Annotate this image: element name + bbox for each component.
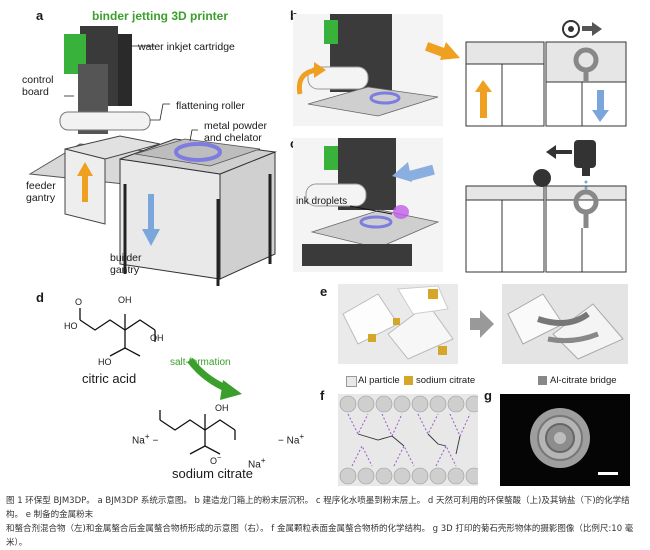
panel-a-printer-illustration	[28, 26, 277, 286]
label-cartridge: water inkjet cartridge	[138, 41, 235, 53]
label-feeder-2: gantry	[26, 192, 56, 204]
label-builder-2: gantry	[110, 264, 140, 276]
legend-al-particle: Al particle	[358, 375, 400, 386]
label-salt-formation: salt-formation	[170, 357, 231, 368]
panel-d-letter: d	[36, 290, 44, 305]
figure-caption: 图 1 环保型 BJM3DP。 a BJM3DP 系统示意图。 b 建造龙门箱上…	[6, 494, 646, 550]
panel-g-ammonite-photo	[500, 394, 630, 486]
label-citric-acid: citric acid	[82, 371, 137, 386]
panel-e-illustration	[338, 284, 628, 364]
label-control-board-2: board	[22, 86, 49, 98]
panel-f-illustration	[338, 394, 478, 486]
legend-bridge-swatch	[538, 376, 547, 385]
panel-a-title: binder jetting 3D printer	[92, 9, 229, 23]
d-o-minus: O−	[210, 453, 222, 466]
d-na-left: Na+ −	[132, 431, 159, 447]
d-sodium-oh: OH	[215, 403, 229, 413]
label-roller: flattening roller	[176, 100, 245, 112]
d-citric-ho2: HO	[98, 357, 112, 367]
label-powder-2: and chelator	[204, 132, 262, 144]
panel-d-structures	[79, 308, 242, 455]
d-citric-ho1: HO	[64, 321, 78, 331]
panel-f-letter: f	[320, 388, 325, 403]
d-citric-o1: O	[75, 297, 83, 307]
panel-b-illustration	[293, 14, 627, 127]
d-citric-oh: OH	[118, 295, 132, 305]
panel-c-illustration	[293, 138, 627, 273]
panel-g-letter: g	[484, 388, 492, 403]
d-citric-oh-right: OH	[150, 333, 164, 343]
label-powder-1: metal powder	[204, 120, 268, 132]
label-builder-1: builder	[110, 252, 142, 264]
caption-line-2: 和螯合剂混合物（左)和金属螯合后金属螯合物桥形成的示意图（右）。 f 金属颗粒表…	[6, 524, 634, 548]
panel-a-letter: a	[36, 8, 44, 23]
panel-e-letter: e	[320, 284, 328, 299]
label-feeder-1: feeder	[26, 180, 56, 192]
legend-citrate-swatch	[404, 376, 413, 385]
caption-line-1: 图 1 环保型 BJM3DP。 a BJM3DP 系统示意图。 b 建造龙门箱上…	[6, 496, 630, 520]
d-na-bottom: Na+	[248, 455, 266, 471]
scale-bar	[598, 472, 618, 475]
d-na-right: − Na+	[278, 431, 305, 447]
legend-al-swatch	[346, 376, 357, 387]
legend-sodium-citrate: sodium citrate	[416, 375, 476, 386]
label-control-board-1: control	[22, 74, 54, 86]
label-ink-droplets: ink droplets	[296, 196, 348, 207]
label-sodium-citrate: sodium citrate	[172, 466, 253, 481]
legend-bridge: Al-citrate bridge	[550, 375, 617, 386]
